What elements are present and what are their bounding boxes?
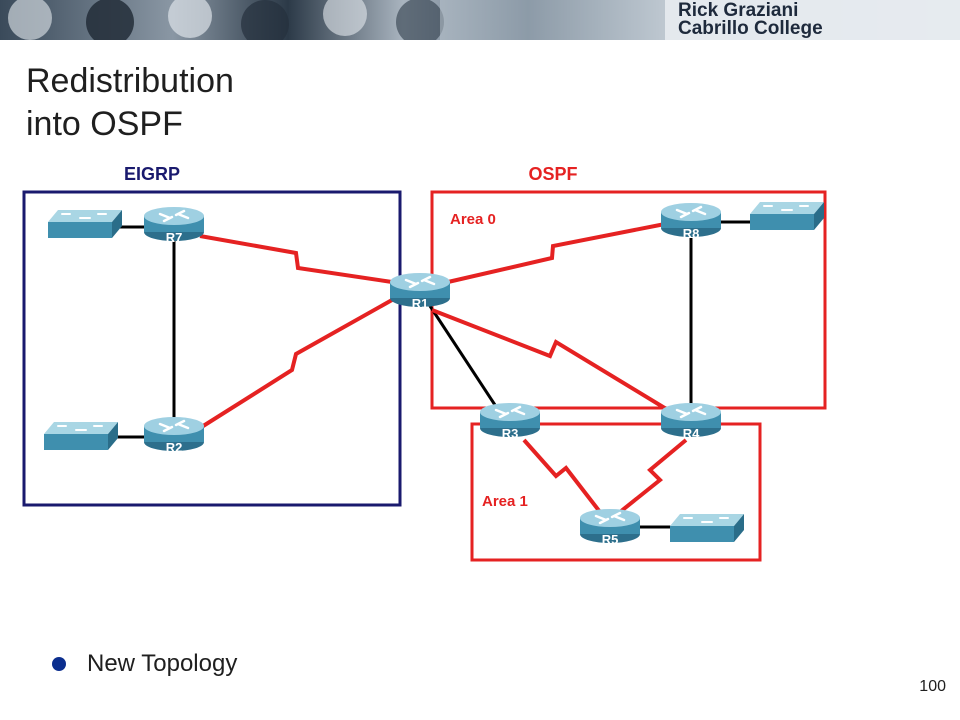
slide-title-line-1: Redistribution (26, 62, 234, 100)
router-label-r8: R8 (683, 226, 700, 241)
area0-label: Area 0 (450, 211, 496, 228)
bullet-icon (52, 657, 66, 671)
header-photo (8, 0, 960, 40)
page-number: 100 (919, 678, 946, 695)
ospf-label: OSPF (528, 164, 577, 184)
eigrp-domain-box (22, 190, 402, 507)
switch-icon (43, 421, 119, 451)
slide-title-line-2: into OSPF (26, 105, 183, 143)
router-label-r1: R1 (412, 296, 429, 311)
bullet-text: New Topology (87, 650, 238, 677)
header-institution: Cabrillo College (678, 18, 823, 39)
link-r7-r1 (199, 234, 393, 284)
router-label-r7: R7 (166, 230, 183, 245)
switch-icon (749, 201, 825, 231)
slide-title: Redistribution into OSPF (26, 60, 234, 146)
router-label-r4: R4 (683, 426, 700, 441)
header-author: Rick Graziani (678, 0, 799, 21)
link-r1-r4 (431, 308, 670, 412)
bullet-item: New Topology (52, 650, 237, 678)
ospf-area1-box (470, 422, 762, 562)
switch-icon (47, 209, 123, 239)
area1-label: Area 1 (482, 493, 528, 510)
link-r4-r5 (618, 438, 688, 514)
link-r2-r1 (198, 298, 393, 430)
router-label-r3: R3 (502, 426, 519, 441)
link-r1-r8 (447, 222, 666, 284)
router-label-r5: R5 (602, 532, 619, 547)
link-r1-r3 (428, 305, 497, 406)
switch-icon (669, 513, 745, 543)
link-r3-r5 (522, 438, 602, 514)
router-label-r2: R2 (166, 440, 183, 455)
header-banner: Rick Graziani Cabrillo College (0, 0, 960, 40)
eigrp-label: EIGRP (124, 164, 180, 184)
